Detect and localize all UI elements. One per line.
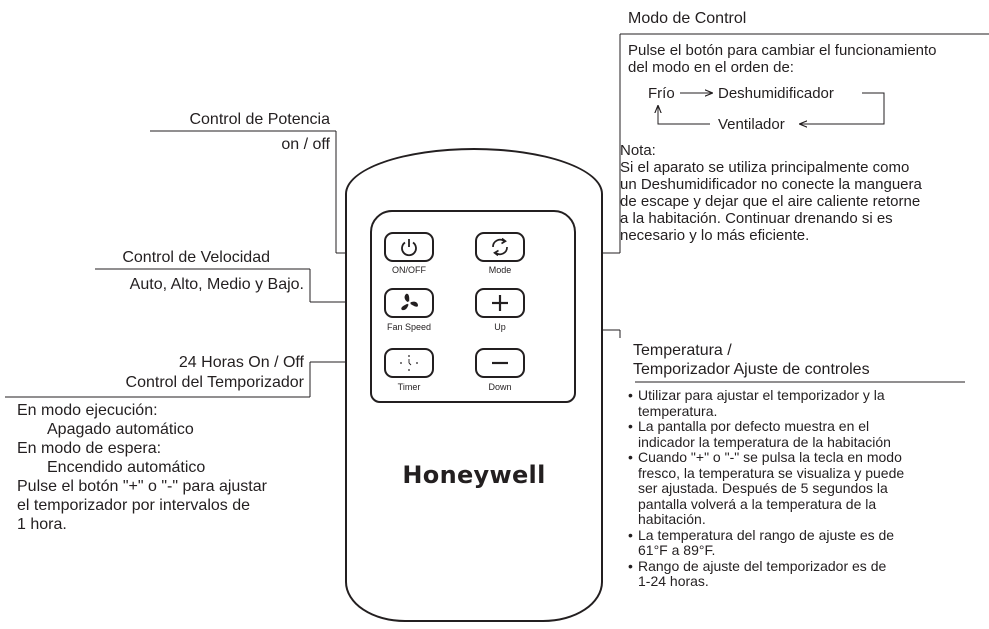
timer-icon: [400, 355, 418, 371]
cycle-ventilador: Ventilador: [718, 116, 785, 133]
nota-line: Si el aparato se utiliza principalmente …: [620, 159, 910, 176]
modo-control-title: Modo de Control: [628, 10, 747, 27]
temporizador-line: el temporizador por intervalos de: [17, 497, 251, 514]
honeywell-logo: Honeywell: [402, 461, 546, 489]
bullet-item: Utilizar para ajustar el temporizador y …: [628, 387, 904, 419]
cycle-frio: Frío: [648, 85, 675, 102]
timer-button[interactable]: [384, 348, 434, 378]
fan-speed-label: Fan Speed: [386, 322, 432, 332]
temperatura-title1: Temperatura /: [633, 342, 732, 359]
timer-label: Timer: [397, 382, 421, 392]
down-label: Down: [488, 382, 512, 392]
power-button[interactable]: [384, 232, 434, 262]
bullet-item: La pantalla por defecto muestra en elind…: [628, 418, 904, 450]
temporizador-title1: 24 Horas On / Off: [178, 354, 304, 371]
bullet-item: La temperatura del rango de ajuste es de…: [628, 527, 904, 559]
nota-line: a la habitación. Continuar drenando si e…: [620, 210, 893, 227]
temporizador-line: Apagado automático: [47, 421, 194, 438]
potencia-sub: on / off: [281, 136, 330, 153]
minus-icon: [492, 361, 508, 365]
cycle-deshumidificador: Deshumidificador: [718, 85, 834, 102]
temperatura-bullets: Utilizar para ajustar el temporizador y …: [628, 387, 904, 590]
mode-label: Mode: [488, 265, 512, 275]
temporizador-title2: Control del Temporizador: [125, 374, 304, 391]
velocidad-sub: Auto, Alto, Medio y Bajo.: [129, 276, 304, 293]
down-button[interactable]: [475, 348, 525, 378]
velocidad-title: Control de Velocidad: [122, 249, 270, 266]
bullet-item: Rango de ajuste del temporizador es de1-…: [628, 558, 904, 590]
up-button[interactable]: [475, 288, 525, 318]
power-label: ON/OFF: [392, 265, 426, 275]
plus-icon: [492, 295, 508, 311]
nota-title: Nota:: [620, 142, 656, 159]
nota-line: un Deshumidificador no conecte la mangue…: [620, 176, 922, 193]
nota-line: necesario y lo más eficiente.: [620, 227, 810, 244]
temporizador-line: En modo ejecución:: [17, 402, 158, 419]
fan-speed-button[interactable]: [384, 288, 434, 318]
mode-button[interactable]: [475, 232, 525, 262]
temporizador-line: 1 hora.: [17, 516, 67, 533]
temporizador-line: Encendido automático: [47, 459, 206, 476]
power-icon: [401, 239, 417, 257]
modo-control-line1: Pulse el botón para cambiar el funcionam…: [628, 42, 937, 59]
modo-control-line2: del modo en el orden de:: [628, 59, 794, 76]
potencia-title: Control de Potencia: [189, 111, 330, 128]
bullet-item: Cuando "+" o "-" se pulsa la tecla en mo…: [628, 449, 904, 528]
fan-icon: [401, 293, 418, 311]
temporizador-line: En modo de espera:: [17, 440, 162, 457]
cycle-arrows-icon: [492, 237, 508, 257]
temperatura-title2: Temporizador Ajuste de controles: [633, 361, 870, 378]
up-label: Up: [494, 322, 506, 332]
nota-line: de escape y dejar que el aire caliente r…: [620, 193, 921, 210]
temporizador-line: Pulse el botón "+" o "-" para ajustar: [17, 478, 267, 495]
